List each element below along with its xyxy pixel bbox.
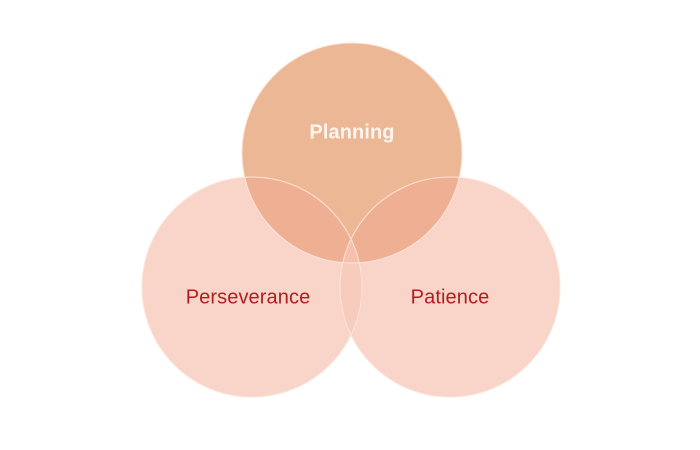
venn-outline-planning [241, 42, 463, 264]
venn-outline-patience [339, 176, 561, 398]
overlap-planning-perseverance [242, 177, 362, 263]
overlap-planning-patience [340, 177, 462, 263]
venn-outline-perseverance [141, 176, 363, 398]
